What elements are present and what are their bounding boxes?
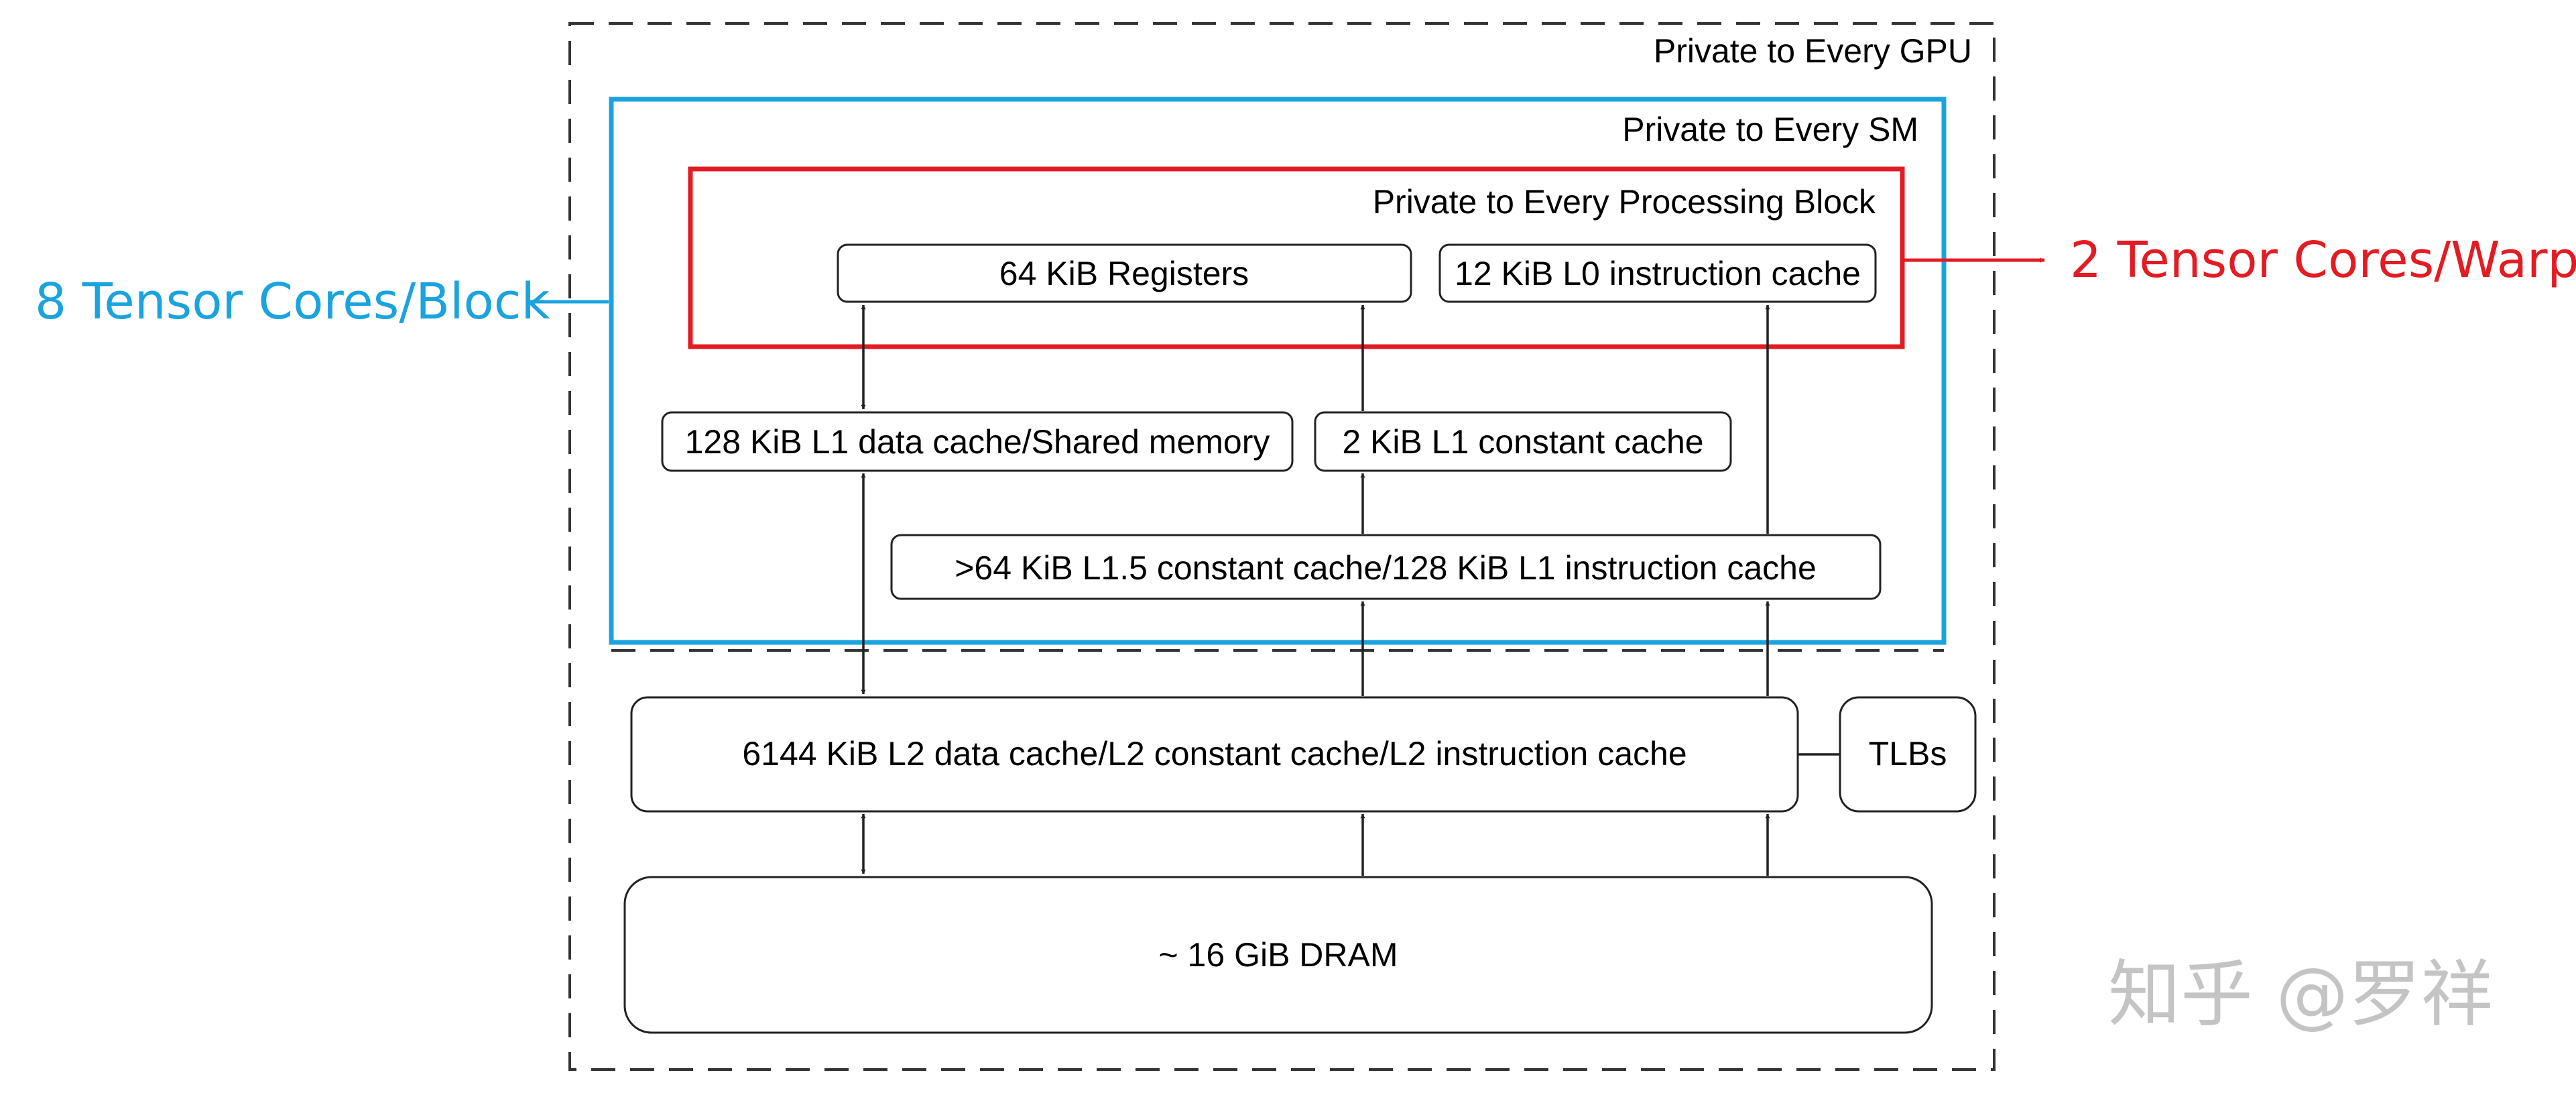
l2-cache-box: 6144 KiB L2 data cache/L2 constant cache… bbox=[630, 696, 1799, 813]
tlbs-box: TLBs bbox=[1839, 696, 1977, 813]
watermark: 知乎 @罗祥 bbox=[2108, 953, 2493, 1037]
l1-constant-cache-box: 2 KiB L1 constant cache bbox=[1314, 411, 1732, 472]
sm-region-title: Private to Every SM bbox=[1622, 111, 1918, 148]
registers-box: 64 KiB Registers bbox=[837, 243, 1412, 303]
left-callout: 8 Tensor Cores/Block bbox=[35, 273, 609, 331]
l2-cache-label: 6144 KiB L2 data cache/L2 constant cache… bbox=[742, 735, 1686, 772]
dram-label: ~ 16 GiB DRAM bbox=[1158, 936, 1398, 974]
processing-block-title: Private to Every Processing Block bbox=[1373, 183, 1876, 221]
l15-cache-box: >64 KiB L1.5 constant cache/128 KiB L1 i… bbox=[890, 534, 1882, 600]
dram-box: ~ 16 GiB DRAM bbox=[623, 876, 1933, 1034]
l0-instruction-cache-label: 12 KiB L0 instruction cache bbox=[1455, 255, 1861, 292]
tlbs-label: TLBs bbox=[1869, 735, 1947, 772]
l0-instruction-cache-box: 12 KiB L0 instruction cache bbox=[1438, 243, 1877, 303]
right-callout: 2 Tensor Cores/Warp bbox=[1904, 231, 2576, 289]
sm-region: Private to Every SM bbox=[609, 97, 1947, 652]
l1-constant-cache-label: 2 KiB L1 constant cache bbox=[1342, 423, 1703, 461]
l15-cache-label: >64 KiB L1.5 constant cache/128 KiB L1 i… bbox=[955, 549, 1817, 587]
processing-block-region: Private to Every Processing Block bbox=[688, 166, 1905, 349]
gpu-region: Private to Every GPU bbox=[568, 22, 1996, 1071]
registers-label: 64 KiB Registers bbox=[999, 255, 1249, 292]
l1-data-cache-label: 128 KiB L1 data cache/Shared memory bbox=[685, 423, 1270, 461]
gpu-region-title: Private to Every GPU bbox=[1654, 32, 1972, 70]
connectors bbox=[861, 304, 1840, 876]
right-callout-label: 2 Tensor Cores/Warp bbox=[2070, 231, 2576, 289]
left-callout-label: 8 Tensor Cores/Block bbox=[35, 273, 550, 331]
l1-data-cache-box: 128 KiB L1 data cache/Shared memory bbox=[661, 411, 1294, 472]
